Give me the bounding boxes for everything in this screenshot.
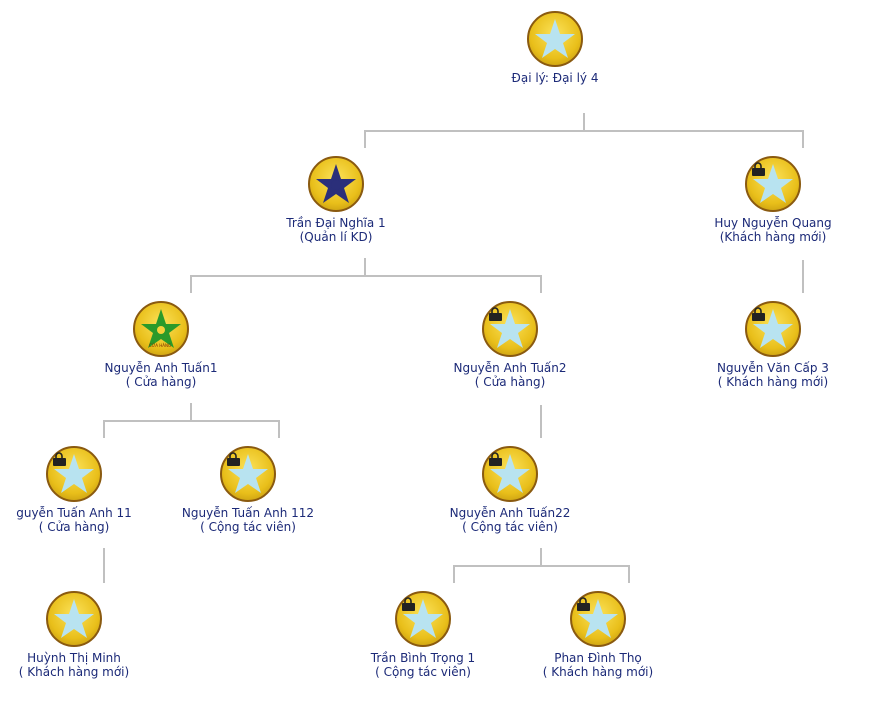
connector	[802, 130, 804, 148]
star-icon[interactable]	[220, 446, 276, 502]
star-icon[interactable]	[46, 591, 102, 647]
lock-icon	[402, 597, 415, 611]
lock-icon	[489, 307, 502, 321]
node-role: ( Cửa hàng)	[38, 520, 110, 534]
node-role: (Quản lí KD)	[299, 230, 373, 244]
star-icon[interactable]	[482, 301, 538, 357]
connector	[802, 260, 804, 293]
node-name: Nguyễn Anh Tuấn1	[104, 361, 218, 375]
star-icon[interactable]	[46, 446, 102, 502]
connector	[364, 130, 366, 148]
lock-icon	[752, 162, 765, 176]
lock-icon	[752, 307, 765, 321]
node-role: ( Cửa hàng)	[125, 375, 197, 389]
connector	[628, 565, 630, 583]
node-role: ( Cộng tác viên)	[200, 520, 296, 534]
connector	[453, 565, 630, 567]
node-name: Trần Bình Trọng 1	[370, 651, 476, 665]
connector	[190, 275, 542, 277]
tree-node[interactable]: Huỳnh Thị Minh ( Khách hàng mới)	[0, 591, 184, 679]
node-name: Huy Nguyễn Quang	[714, 216, 832, 230]
node-name: Nguyễn Anh Tuấn22	[449, 506, 571, 520]
node-role: ( Khách hàng mới)	[717, 375, 829, 389]
connector	[278, 420, 280, 438]
connector	[364, 258, 366, 275]
lock-icon	[577, 597, 590, 611]
node-role: ( Khách hàng mới)	[542, 665, 654, 679]
connector	[540, 275, 542, 293]
tree-node[interactable]: Nguyễn Anh Tuấn2 ( Cửa hàng)	[400, 301, 620, 389]
connector	[103, 420, 280, 422]
star-icon[interactable]	[527, 11, 583, 67]
tree-node[interactable]: Phan Đình Thọ ( Khách hàng mới)	[488, 591, 708, 679]
node-role: ( Cửa hàng)	[474, 375, 546, 389]
node-name: Nguyễn Anh Tuấn2	[453, 361, 567, 375]
node-name: Huỳnh Thị Minh	[27, 651, 121, 665]
connector	[540, 405, 542, 438]
node-role: ( Cộng tác viên)	[462, 520, 558, 534]
node-role: ( Khách hàng mới)	[18, 665, 130, 679]
connector	[540, 548, 542, 565]
tree-node[interactable]: Trần Đại Nghĩa 1 (Quản lí KD)	[226, 156, 446, 244]
star-icon[interactable]	[745, 301, 801, 357]
node-name: guyễn Tuấn Anh 11	[16, 506, 132, 520]
tree-node[interactable]: CỬA HÀNG Nguyễn Anh Tuấn1 ( Cửa hàng)	[51, 301, 271, 389]
navy-star-icon[interactable]	[308, 156, 364, 212]
node-role: (Khách hàng mới)	[719, 230, 827, 244]
tree-node[interactable]: Huy Nguyễn Quang (Khách hàng mới)	[663, 156, 883, 244]
connector	[103, 420, 105, 438]
tree-node[interactable]: Nguyễn Văn Cấp 3 ( Khách hàng mới)	[663, 301, 883, 389]
connector	[190, 403, 192, 420]
node-name: Nguyễn Tuấn Anh 112	[181, 506, 315, 520]
connector	[583, 113, 585, 130]
star-icon[interactable]	[745, 156, 801, 212]
tree-node[interactable]: Trần Bình Trọng 1 ( Cộng tác viên)	[313, 591, 533, 679]
tree-node[interactable]: Nguyễn Anh Tuấn22 ( Cộng tác viên)	[400, 446, 620, 534]
connector	[453, 565, 455, 583]
node-name: Trần Đại Nghĩa 1	[286, 216, 386, 230]
node-name: Phan Đình Thọ	[554, 651, 642, 665]
lock-icon	[53, 452, 66, 466]
star-icon[interactable]	[395, 591, 451, 647]
star-icon[interactable]	[570, 591, 626, 647]
tree-node[interactable]: guyễn Tuấn Anh 11 ( Cửa hàng)	[0, 446, 184, 534]
connector	[364, 130, 804, 132]
lock-icon	[227, 452, 240, 466]
tree-node[interactable]: Đại lý: Đại lý 4	[445, 11, 665, 85]
node-name: Đại lý: Đại lý 4	[511, 71, 599, 85]
connector	[190, 275, 192, 293]
node-role: ( Cộng tác viên)	[375, 665, 471, 679]
lock-icon	[489, 452, 502, 466]
connector	[103, 548, 105, 583]
node-name: Nguyễn Văn Cấp 3	[717, 361, 829, 375]
tree-node[interactable]: Nguyễn Tuấn Anh 112 ( Cộng tác viên)	[138, 446, 358, 534]
store-badge: CỬA HÀNG	[149, 343, 172, 348]
star-icon[interactable]	[482, 446, 538, 502]
store-star-icon[interactable]: CỬA HÀNG	[133, 301, 189, 357]
